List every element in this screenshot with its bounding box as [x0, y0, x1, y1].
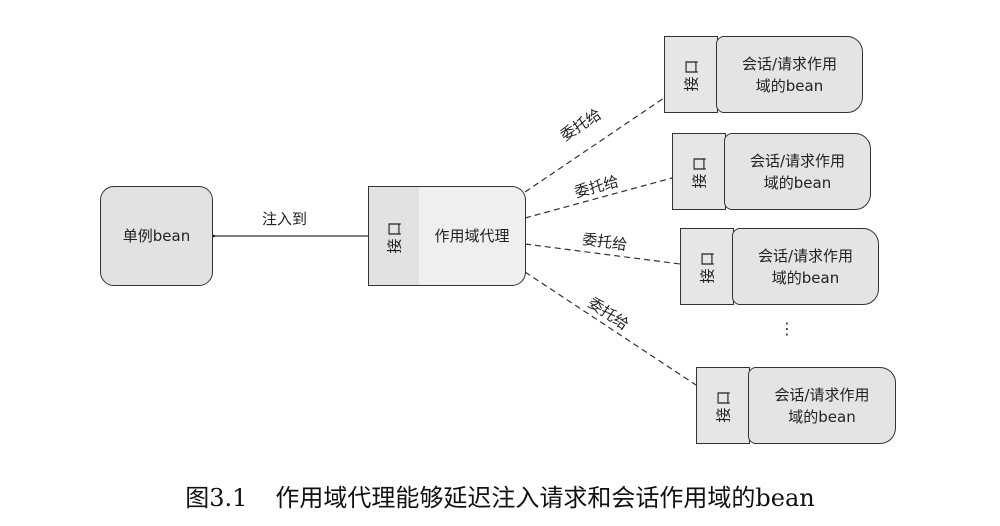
target-interface-label-1: 接口 [682, 57, 701, 92]
proxy-interface-label: 接口 [385, 218, 404, 254]
target-interface-1: 接口 [664, 36, 718, 113]
scoped-bean-box-3: 会话/请求作用 域的bean [732, 228, 879, 305]
figure-number: 图3.1 [185, 484, 248, 512]
scoped-proxy-label: 作用域代理 [434, 227, 510, 245]
scoped-bean-line2-2: 域的bean [763, 173, 832, 192]
inject-label: 注入到 [262, 210, 308, 228]
target-interface-label-2: 接口 [690, 154, 709, 189]
scoped-bean-line1-4: 会话/请求作用 [774, 385, 870, 404]
scoped-bean-line1-2: 会话/请求作用 [749, 151, 846, 170]
proxy-interface: 接口 [368, 186, 421, 286]
delegate-line-3 [524, 243, 681, 265]
scoped-bean-line1-3: 会话/请求作用 [757, 246, 854, 265]
singleton-bean-box: 单例bean [100, 186, 213, 286]
scoped-proxy-box: 作用域代理 [419, 186, 526, 286]
scoped-bean-box-1: 会话/请求作用 域的bean [716, 36, 863, 113]
target-interface-label-3: 接口 [698, 249, 717, 284]
scoped-bean-line2-1: 域的bean [755, 76, 824, 95]
scoped-bean-box-2: 会话/请求作用 域的bean [724, 133, 871, 210]
delegate-line-2 [524, 177, 673, 219]
singleton-bean-label: 单例bean [122, 227, 191, 245]
figure-caption: 图3.1 作用域代理能够延迟注入请求和会话作用域的bean [0, 478, 1000, 513]
ellipsis: ⋮ [779, 319, 795, 338]
delegate-line-1 [524, 97, 665, 193]
target-interface-label-4: 接口 [714, 388, 733, 423]
target-interface-2: 接口 [672, 133, 726, 210]
figure-caption-text: 作用域代理能够延迟注入请求和会话作用域的bean [275, 484, 815, 512]
target-interface-3: 接口 [680, 228, 734, 305]
delegate-line-4 [524, 271, 697, 386]
scoped-bean-box-4: 会话/请求作用 域的bean [748, 367, 896, 444]
scoped-bean-line1-1: 会话/请求作用 [741, 54, 838, 73]
target-interface-4: 接口 [696, 367, 750, 444]
scoped-bean-line2-4: 域的bean [788, 407, 856, 426]
scoped-bean-line2-3: 域的bean [771, 268, 840, 287]
